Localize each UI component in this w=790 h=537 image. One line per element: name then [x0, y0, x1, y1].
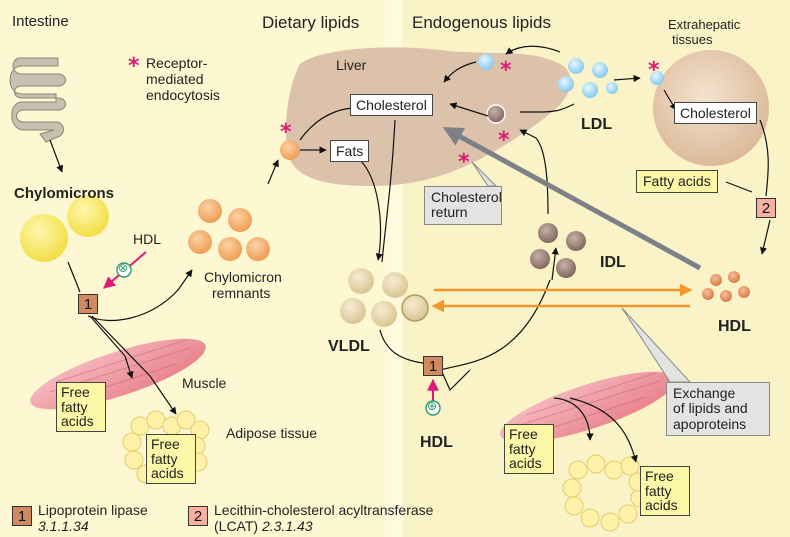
lcat-enzyme-marker: 2 [756, 198, 776, 218]
receptor-text-2: mediated [146, 71, 204, 87]
legend-lpl-name: Lipoprotein lipase [38, 502, 148, 518]
legend-lcat-name: Lecithin-cholesterol acyltransferase [214, 502, 434, 518]
hdl-right-label: HDL [718, 318, 751, 335]
legend-lcat-marker: 2 [188, 506, 208, 526]
legend-lcat-ec: 2.3.1.43 [261, 518, 313, 534]
chylomicron-particles [20, 195, 109, 262]
legend-lcat-abbrev: (LCAT) [214, 518, 259, 534]
cholesterol-extrahepatic-box: Cholesterol [674, 102, 757, 124]
chylomicrons-label: Chylomicrons [14, 185, 115, 202]
ldl-label: LDL [581, 116, 613, 133]
legend-lpl-marker: 1 [12, 506, 32, 526]
free-fatty-acids-adipose-left: Free fatty acids [146, 434, 196, 485]
callout-line-1: Exchange [673, 385, 736, 401]
hdl-left-label: HDL [133, 231, 162, 247]
intestine-label: Intestine [12, 13, 69, 30]
dietary-lipids-heading: Dietary lipids [262, 13, 360, 32]
legend-lpl-ec: 3.1.1.34 [38, 518, 89, 534]
receptor-text-3: endocytosis [146, 87, 220, 103]
chylomicron-remnant-particles [188, 140, 300, 261]
idl-particles [486, 104, 586, 278]
cholesterol-liver-box: Cholesterol [350, 94, 433, 116]
ffa-line-1: Free [151, 436, 180, 452]
receptor-star-extrahepatic: * [648, 58, 660, 83]
receptor-star-hdl-liver: * [458, 150, 470, 175]
adipose-tissue-label: Adipose tissue [226, 425, 318, 441]
ffa-line-2: fatty [151, 450, 178, 467]
ffa-line-1: Free [645, 468, 674, 484]
ffa-line-3: acids [151, 465, 184, 482]
ffa-line-3: acids [645, 497, 678, 514]
hdl-bottom-label: HDL [420, 434, 453, 451]
callout-line-2: of lipids and [673, 400, 748, 417]
free-fatty-acids-muscle-right: Free fatty acids [504, 424, 554, 475]
ldl-particles [478, 54, 664, 98]
free-fatty-acids-muscle-left: Free fatty acids [56, 382, 106, 433]
vldl-label: VLDL [328, 338, 370, 355]
lpl-enzyme-marker-right: 1 [423, 356, 443, 376]
idl-label: IDL [600, 254, 626, 271]
ffa-line-2: fatty [509, 440, 536, 457]
chylomicron-remnants-label-1: Chylomicron [204, 269, 282, 285]
chylomicron-remnants-label-2: remnants [212, 285, 271, 301]
receptor-star-remnant: * [280, 120, 292, 145]
lpl-enzyme-marker-left: 1 [78, 294, 98, 314]
ffa-line-3: acids [509, 455, 542, 472]
callout-line-1: Cholesterol [431, 189, 502, 205]
ffa-line-3: acids [61, 413, 94, 430]
receptor-star-legend: * [128, 54, 140, 79]
exchange-callout: Exchange of lipids and apoproteins [666, 382, 770, 437]
callout-line-3: apoproteins [673, 415, 747, 432]
cholesterol-return-arrow [442, 127, 702, 271]
cholesterol-return-callout: Cholesterol return [424, 186, 502, 225]
legend-lcat-detail: (LCAT) 2.3.1.43 [214, 518, 313, 534]
fats-box: Fats [330, 140, 370, 162]
callout-line-2: return [431, 204, 468, 221]
hdl-particles [702, 271, 750, 302]
fatty-acids-box: Fatty acids [636, 170, 718, 193]
liver-label: Liver [336, 57, 367, 73]
ffa-line-1: Free [509, 426, 538, 442]
free-fatty-acids-adipose-right: Free fatty acids [640, 466, 690, 517]
extrahepatic-label-1: Extrahepatic [668, 17, 741, 32]
ffa-line-2: fatty [61, 398, 88, 415]
vldl-particles [340, 268, 429, 327]
ffa-line-1: Free [61, 384, 90, 400]
receptor-star-idl: * [498, 128, 510, 153]
extrahepatic-label-2: tissues [672, 32, 713, 47]
hdl-inhibition-symbol: ⊗ [118, 261, 129, 275]
ffa-line-2: fatty [645, 482, 672, 499]
intestine-illustration [9, 57, 66, 143]
endogenous-lipids-heading: Endogenous lipids [412, 13, 551, 32]
receptor-star-ldl-liver: * [500, 58, 512, 83]
receptor-text-1: Receptor- [146, 55, 208, 71]
hdl-activation-symbol: ⊕ [427, 399, 438, 413]
muscle-label: Muscle [182, 375, 227, 391]
